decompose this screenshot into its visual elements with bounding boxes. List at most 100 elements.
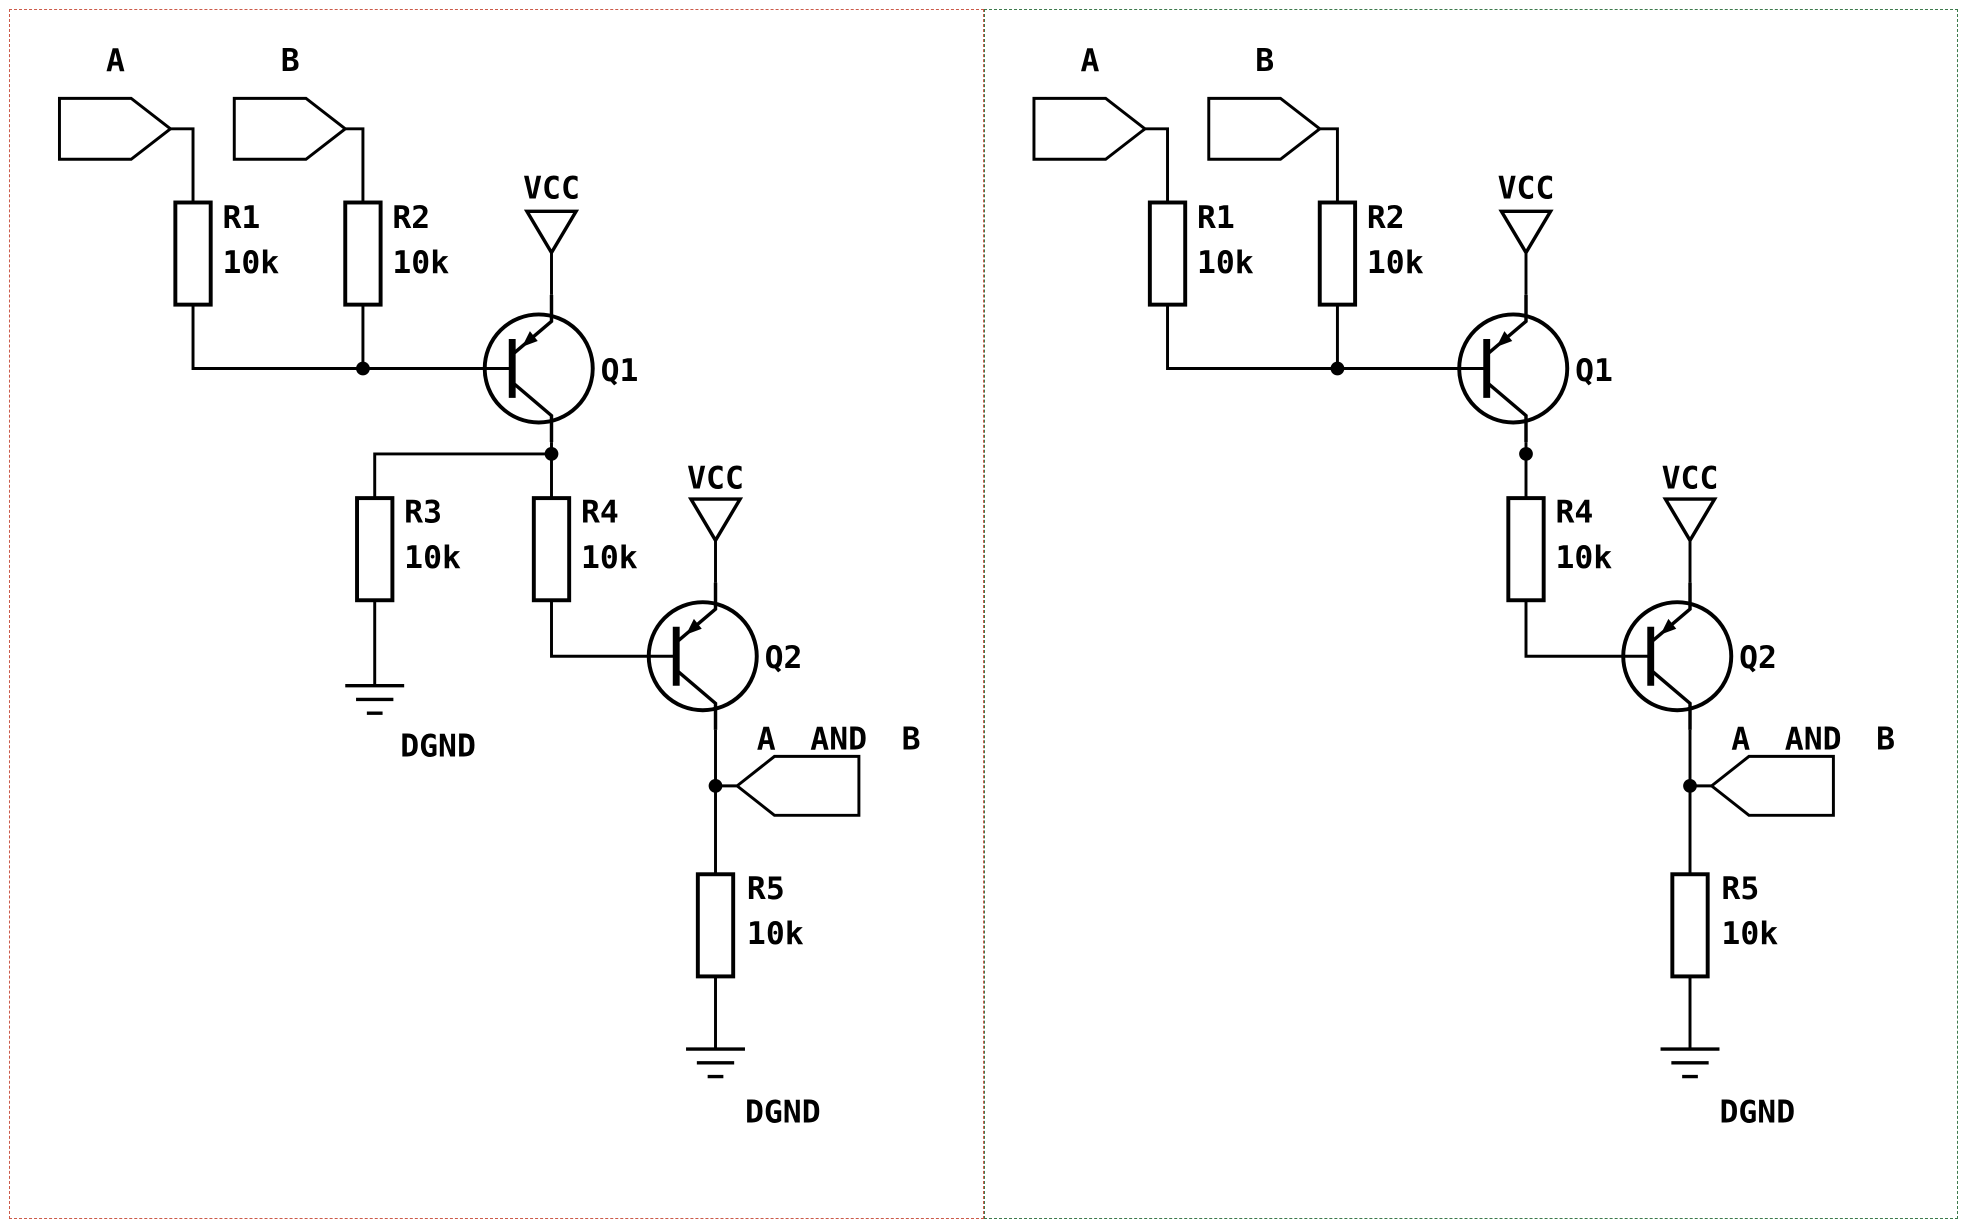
right-circuit-panel: A B R1 10k R2 10k VCC Q1	[984, 9, 1958, 1219]
resistor-r3-icon	[355, 496, 395, 603]
transistor-q2-refdes: Q2	[765, 640, 803, 676]
input-pin-b-icon	[232, 96, 347, 161]
junction-dot-q1-emitter	[1519, 447, 1533, 461]
vcc1-label: VCC	[523, 171, 580, 207]
resistor-r4: R4 10k	[531, 495, 638, 603]
right-schematic: A B R1 10k R2 10k VCC Q1	[1032, 43, 1895, 1131]
resistor-r1: R1 10k	[173, 200, 279, 307]
output-pin-icon	[1710, 754, 1835, 817]
resistor-r4-value: 10k	[1555, 540, 1612, 576]
dgnd1-label: DGND	[400, 728, 476, 764]
ground-symbol-dgnd2: DGND	[684, 1047, 821, 1131]
resistor-r4-value: 10k	[581, 540, 638, 576]
input-a-label: A	[106, 43, 125, 79]
resistor-r4: R4 10k	[1506, 495, 1612, 603]
wire-node-to-r3	[373, 452, 552, 499]
resistor-r1: R1 10k	[1147, 200, 1254, 307]
dgnd2-icon	[1658, 1047, 1722, 1079]
left-circuit-panel: A B R1 10k R2 10k VCC Q1	[9, 9, 984, 1219]
junction-dot-output	[1683, 778, 1697, 793]
resistor-r2-value: 10k	[392, 245, 449, 281]
junction-dot-base-node	[1330, 361, 1345, 376]
vcc1-icon	[525, 209, 578, 255]
resistor-r4-refdes: R4	[1555, 495, 1593, 531]
junction-dots	[356, 361, 723, 793]
vcc2-icon	[689, 497, 742, 543]
ground-symbol-dgnd2: DGND	[1658, 1047, 1795, 1131]
input-pin-b-icon	[1207, 96, 1322, 161]
resistor-r1-value: 10k	[222, 245, 279, 281]
wire-r4-to-q2-base	[1524, 600, 1651, 658]
power-symbol-vcc2: VCC	[687, 460, 744, 543]
transistor-q1-refdes: Q1	[601, 353, 639, 389]
dgnd2-label: DGND	[745, 1095, 821, 1131]
resistor-r1-refdes: R1	[1197, 200, 1235, 236]
resistor-r5-value: 10k	[747, 916, 804, 952]
resistor-r1-icon	[1147, 200, 1188, 307]
junction-dot-base-node	[356, 361, 370, 376]
input-pin-b: B	[1207, 43, 1322, 161]
vcc2-label: VCC	[1662, 460, 1719, 496]
output-pin-a-and-b: A AND B	[1710, 722, 1895, 817]
wire-r1-to-base-node	[191, 304, 363, 370]
input-pin-a: A	[1032, 43, 1147, 161]
wire-r1-to-base-node	[1166, 304, 1338, 370]
resistor-r2-value: 10k	[1367, 245, 1424, 281]
vcc2-icon	[1663, 497, 1717, 543]
input-pin-b: B	[232, 43, 347, 161]
wire-input-b-to-r2	[345, 127, 365, 203]
output-pin-a-and-b: A AND B	[735, 722, 921, 817]
junction-dot-q1-emitter	[544, 447, 559, 461]
resistor-r5-refdes: R5	[747, 871, 785, 907]
input-b-label: B	[1255, 43, 1274, 79]
wire-input-b-to-r2	[1319, 127, 1339, 203]
resistor-r4-refdes: R4	[581, 495, 619, 531]
resistor-r5-icon	[1670, 872, 1710, 979]
resistor-r4-icon	[1506, 496, 1546, 603]
resistor-r1-refdes: R1	[222, 200, 260, 236]
resistor-r3-value: 10k	[404, 540, 461, 576]
power-symbol-vcc2: VCC	[1662, 460, 1719, 543]
resistor-r2-icon	[343, 200, 383, 307]
resistor-r2: R2 10k	[1317, 200, 1424, 307]
resistor-r5-icon	[695, 872, 736, 979]
input-pin-a: A	[57, 43, 172, 161]
resistor-r5: R5 10k	[695, 871, 804, 979]
transistor-q2: Q2	[1623, 583, 1777, 730]
vcc1-icon	[1499, 209, 1553, 255]
wire-r4-to-q2-base	[550, 600, 677, 658]
resistor-r5-value: 10k	[1721, 916, 1778, 952]
dgnd1-icon	[343, 683, 406, 715]
resistor-r5-refdes: R5	[1721, 871, 1759, 907]
output-label: A AND B	[757, 722, 921, 758]
resistor-r2: R2 10k	[343, 200, 449, 307]
input-b-label: B	[281, 43, 300, 79]
transistor-q2: Q2	[649, 583, 803, 730]
resistor-r2-refdes: R2	[1367, 200, 1405, 236]
transistor-q1: Q1	[1459, 295, 1613, 442]
ground-symbol-dgnd1: DGND	[343, 683, 476, 764]
junction-dot-output	[708, 778, 723, 793]
resistor-r2-icon	[1317, 200, 1358, 307]
transistor-q1-refdes: Q1	[1575, 353, 1613, 389]
power-symbol-vcc1: VCC	[1498, 171, 1555, 255]
output-pin-icon	[735, 754, 861, 817]
input-pin-a-icon	[57, 96, 172, 161]
wires	[1144, 127, 1712, 1050]
resistor-r1-icon	[173, 200, 213, 307]
input-a-label: A	[1080, 43, 1099, 79]
resistor-r3-refdes: R3	[404, 495, 442, 531]
vcc2-label: VCC	[687, 460, 744, 496]
resistor-r2-refdes: R2	[392, 200, 430, 236]
input-pin-a-icon	[1032, 96, 1147, 161]
output-label: A AND B	[1731, 722, 1895, 758]
vcc1-label: VCC	[1498, 171, 1555, 207]
dgnd2-label: DGND	[1719, 1095, 1795, 1131]
resistor-r1-value: 10k	[1197, 245, 1254, 281]
transistor-q1: Q1	[485, 295, 639, 442]
resistor-r4-icon	[531, 496, 572, 603]
junction-dots	[1330, 361, 1697, 793]
wires	[170, 127, 738, 1050]
left-schematic: A B R1 10k R2 10k VCC Q1	[57, 43, 921, 1131]
